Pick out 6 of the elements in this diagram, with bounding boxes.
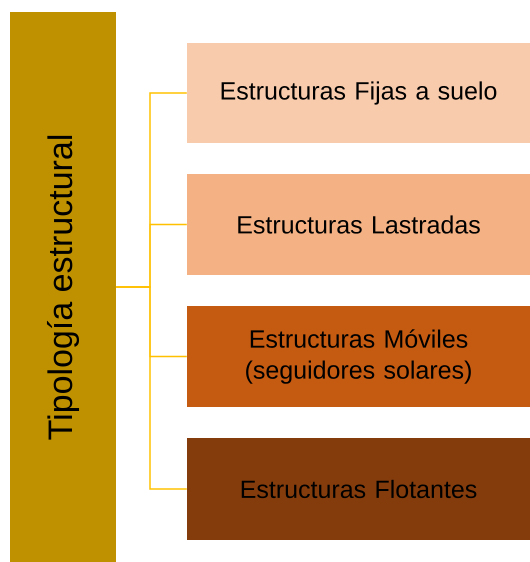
- connector-line: [116, 286, 187, 490]
- category-box: Estructuras Lastradas: [187, 174, 530, 275]
- title-bar: Tipología estructural: [10, 12, 116, 562]
- category-box: Estructuras Flotantes: [187, 438, 530, 540]
- category-box: Estructuras Móviles (seguidores solares): [187, 306, 530, 407]
- category-box: Estructuras Fijas a suelo: [187, 43, 530, 143]
